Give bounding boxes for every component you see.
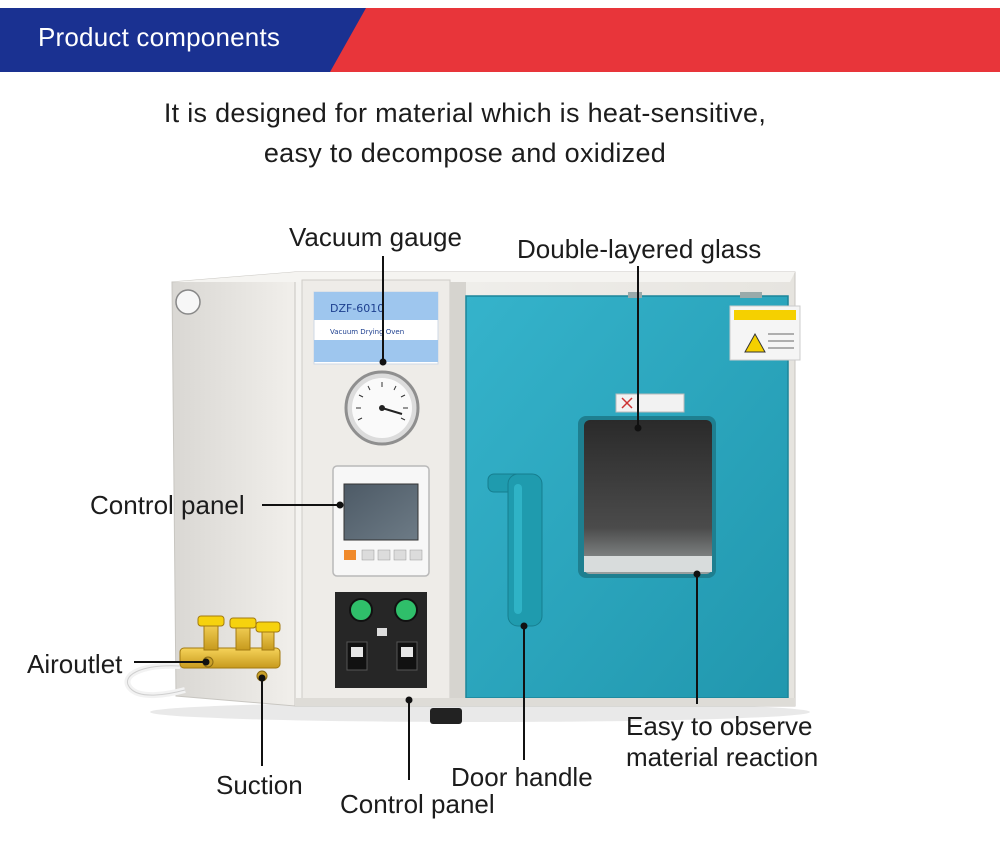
- warning-label-band: [734, 310, 796, 320]
- door-small-label: [615, 393, 685, 413]
- vacuum-gauge-ticks: [356, 382, 408, 421]
- side-round-label: [175, 289, 201, 315]
- label-vacuum-gauge: Vacuum gauge: [289, 222, 462, 252]
- window-shelf: [584, 556, 712, 572]
- door-latch: [628, 292, 642, 298]
- controller-key-1: [344, 550, 356, 560]
- foot-left: [430, 708, 462, 724]
- label-control-panel-left: Control panel: [90, 490, 245, 520]
- door-handle-grip: [507, 473, 543, 627]
- controller-screen: [343, 483, 419, 541]
- label-observe-line-2: material reaction: [626, 742, 819, 772]
- label-air-outlet: Airoutlet: [27, 649, 123, 679]
- door-hinge-gap: [450, 282, 466, 702]
- valve-mid-handle: [229, 617, 257, 629]
- label-door-handle: Door handle: [451, 762, 593, 792]
- controller-key-4: [393, 549, 407, 561]
- oven-top-edge: [172, 272, 795, 282]
- label-control-panel-bottom: Control panel: [340, 789, 495, 819]
- subtitle-line-1: It is designed for material which is hea…: [163, 98, 767, 128]
- banner-background: [0, 8, 1000, 72]
- callout-lines: [134, 256, 701, 780]
- name-plate-bottom: [314, 340, 438, 362]
- oven-bottom-edge: [295, 698, 795, 706]
- controller-key-2: [361, 549, 375, 561]
- controller-key-5: [409, 549, 423, 561]
- valve-left-handle: [197, 615, 225, 627]
- label-double-layered-glass: Double-layered glass: [517, 234, 762, 264]
- label-suction: Suction: [216, 770, 303, 800]
- controller-key-3: [377, 549, 391, 561]
- label-observe-line-1: Easy to observe: [626, 711, 813, 741]
- switch-tag: [377, 628, 387, 636]
- name-plate-top: [314, 292, 438, 320]
- subtitle-line-2: easy to decompose and oxidized: [263, 138, 667, 168]
- vacuum-gauge-needle: [381, 407, 403, 415]
- valve-right-handle: [255, 621, 281, 633]
- indicator-light-right: [394, 598, 418, 622]
- indicator-light-left: [349, 598, 373, 622]
- brass-manifold: [179, 647, 281, 669]
- model-text: DZF-6010: [330, 302, 384, 315]
- banner-title: Product components: [38, 22, 281, 52]
- header-banner: Product components: [0, 0, 1000, 76]
- floor-shadow: [150, 702, 810, 722]
- device-name-text: Vacuum Drying Oven: [330, 328, 404, 336]
- oven-side-panel: [171, 271, 296, 707]
- warning-triangle-icon: [744, 332, 766, 353]
- observation-window-glass: [584, 420, 712, 574]
